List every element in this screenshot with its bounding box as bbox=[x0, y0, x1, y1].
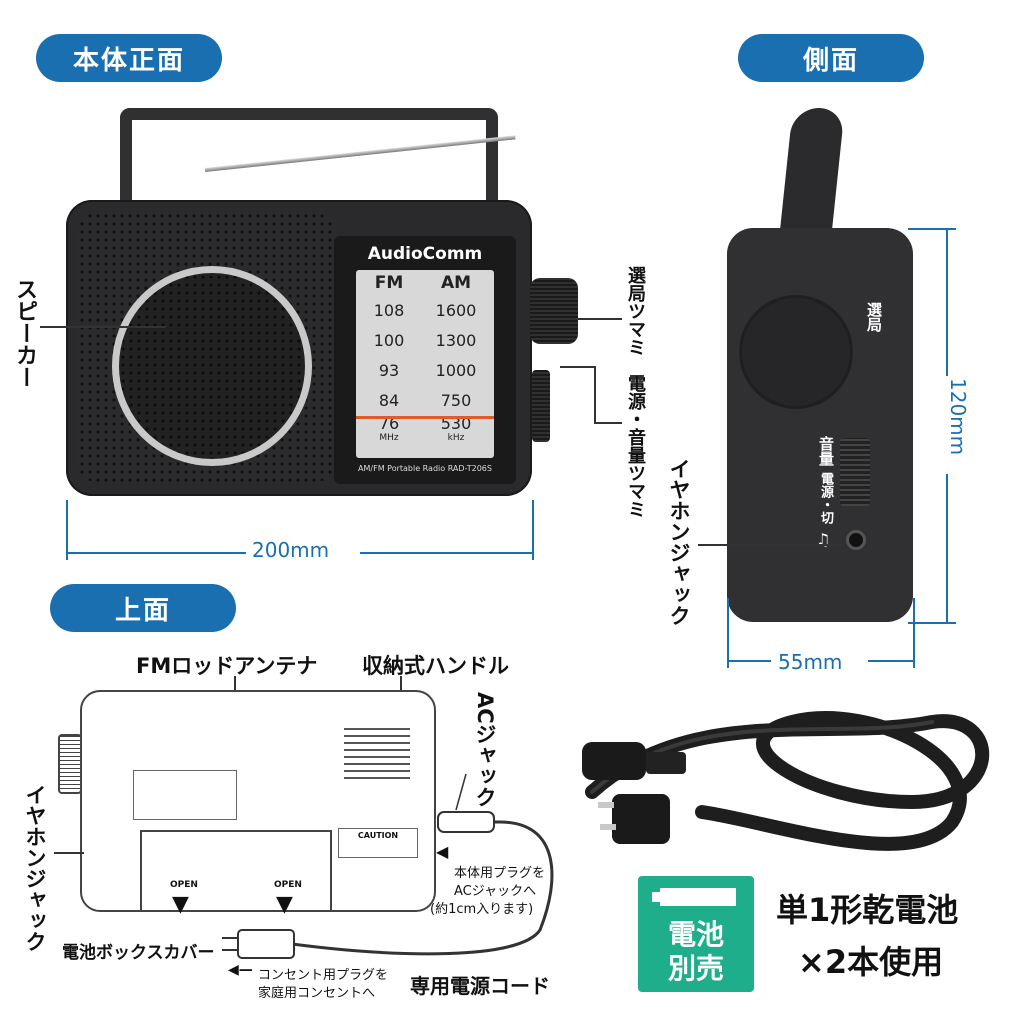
battery-icon bbox=[652, 888, 736, 906]
side-volume-slider[interactable] bbox=[840, 438, 870, 506]
top-earphone-label: イヤホンジャック bbox=[23, 784, 47, 952]
caution-text: CAUTION bbox=[357, 831, 399, 840]
battery-badge-text: 電池 別売 bbox=[646, 918, 746, 986]
tuning-panel: AudioComm FM 108 100 93 84 76 MHz AM 160… bbox=[334, 236, 516, 484]
top-earphone-leader bbox=[54, 852, 84, 854]
height-dim-tick bbox=[908, 622, 956, 624]
open-left-label: OPEN bbox=[170, 880, 198, 890]
fm-unit: MHz bbox=[379, 433, 399, 443]
width-dim-line bbox=[360, 552, 532, 554]
open-left-arrow: ▼ bbox=[172, 892, 189, 917]
speaker-ring bbox=[112, 266, 312, 466]
power-cord-photo bbox=[582, 711, 990, 851]
volume-leader-h2 bbox=[594, 422, 622, 424]
am-unit: kHz bbox=[447, 433, 465, 443]
am-tick: 1600 bbox=[435, 301, 477, 320]
fm-tick: 84 bbox=[378, 391, 400, 410]
speaker-label: スピーカー bbox=[12, 278, 37, 388]
tuning-knob-label: 選局ツマミ bbox=[625, 266, 646, 356]
am-tick: 1000 bbox=[435, 361, 477, 380]
outlet-note-1: コンセント用プラグを bbox=[258, 968, 389, 983]
height-dim-line bbox=[946, 474, 948, 622]
top-vents bbox=[344, 726, 410, 784]
width-dim-tick bbox=[66, 500, 68, 560]
fm-tick: 76 bbox=[378, 414, 400, 433]
handle-leader bbox=[400, 676, 402, 696]
antenna-leader bbox=[234, 676, 236, 696]
height-dim-label: 120mm bbox=[946, 378, 970, 456]
outlet-arrow: ◀— bbox=[228, 962, 253, 978]
top-tuning-knob bbox=[58, 734, 82, 794]
fm-scale: FM 108 100 93 84 76 MHz bbox=[360, 270, 418, 458]
depth-dim-line bbox=[868, 660, 913, 662]
power-volume-knob-label: 電源・音量ツマミ bbox=[625, 374, 646, 518]
ac-jack-label: ACジャック bbox=[473, 692, 497, 808]
am-scale: AM 1600 1300 1000 750 530 kHz bbox=[424, 270, 488, 458]
section-top-title: 上面 bbox=[50, 584, 236, 632]
battery-cover-label: 電池ボックスカバー bbox=[62, 943, 215, 963]
radio-side-body bbox=[727, 228, 913, 622]
open-right-label: OPEN bbox=[274, 880, 302, 890]
depth-dim-line bbox=[727, 660, 771, 662]
radio-handle bbox=[120, 108, 498, 208]
tuning-knob[interactable] bbox=[530, 278, 578, 344]
radio-front-body: AudioComm FM 108 100 93 84 76 MHz AM 160… bbox=[66, 200, 532, 496]
volume-leader-h1 bbox=[560, 366, 594, 368]
side-earphone-label: イヤホンジャック bbox=[667, 458, 691, 626]
section-side-title: 側面 bbox=[738, 34, 924, 82]
height-dim-tick bbox=[908, 228, 956, 230]
fm-tick: 93 bbox=[378, 361, 400, 380]
handle-label: 収納式ハンドル bbox=[362, 654, 509, 678]
fm-tick: 100 bbox=[373, 331, 405, 350]
volume-leader-v bbox=[594, 366, 596, 422]
plug-note-1: 本体用プラグを bbox=[454, 866, 546, 881]
battery-badge-line2: 別売 bbox=[667, 952, 724, 985]
side-tuning-knob[interactable] bbox=[742, 298, 850, 406]
volume-knob[interactable] bbox=[532, 370, 550, 442]
width-dim-line bbox=[66, 552, 246, 554]
earphone-leader bbox=[698, 544, 844, 546]
fm-tick: 108 bbox=[373, 301, 405, 320]
plug-arrow: ◀ bbox=[436, 842, 449, 861]
am-header: AM bbox=[440, 273, 472, 293]
height-dim-line bbox=[946, 228, 948, 376]
side-volume-label: 音量 bbox=[817, 436, 835, 466]
side-tuning-label: 選局 bbox=[865, 302, 883, 332]
battery-badge-line1: 電池 bbox=[667, 918, 724, 951]
frequency-dial: FM 108 100 93 84 76 MHz AM 1600 1300 100… bbox=[356, 270, 494, 458]
plug-note-2: ACジャックへ bbox=[454, 884, 537, 899]
speaker-grille bbox=[78, 212, 334, 482]
battery-info-line1: 単1形乾電池 bbox=[776, 891, 959, 929]
width-dim-label: 200mm bbox=[252, 538, 330, 562]
battery-badge: 電池 別売 bbox=[638, 876, 754, 992]
model-name: AM/FM Portable Radio RAD-T206S bbox=[358, 464, 492, 473]
rating-label bbox=[133, 770, 237, 820]
battery-cover[interactable] bbox=[140, 830, 332, 912]
am-tick: 1300 bbox=[435, 331, 477, 350]
depth-dim-label: 55mm bbox=[778, 650, 843, 674]
earphone-jack-port[interactable] bbox=[846, 530, 866, 550]
brand-logo: AudioComm bbox=[367, 244, 483, 264]
side-power-label: 電源・切 bbox=[818, 472, 833, 524]
plug-note-3: (約1cm入ります) bbox=[430, 902, 534, 917]
am-tick: 530 bbox=[440, 414, 472, 433]
width-dim-tick bbox=[532, 500, 534, 560]
tuning-leader bbox=[576, 318, 622, 320]
battery-info: 単1形乾電池 ×2本使用 bbox=[776, 884, 958, 988]
caution-sticker: CAUTION bbox=[338, 828, 418, 858]
battery-info-line2: ×2本使用 bbox=[798, 943, 944, 981]
antenna-label: FMロッドアンテナ bbox=[136, 654, 318, 678]
outlet-note-2: 家庭用コンセントへ bbox=[258, 986, 376, 1001]
depth-dim-tick bbox=[913, 598, 915, 668]
depth-dim-tick bbox=[727, 598, 729, 668]
fm-header: FM bbox=[374, 273, 404, 293]
tuning-needle bbox=[356, 416, 494, 419]
speaker-leader bbox=[40, 326, 166, 328]
section-front-title: 本体正面 bbox=[36, 34, 222, 82]
open-right-arrow: ▼ bbox=[276, 892, 293, 917]
am-tick: 750 bbox=[440, 391, 472, 410]
power-cord-label: 専用電源コード bbox=[410, 974, 550, 998]
